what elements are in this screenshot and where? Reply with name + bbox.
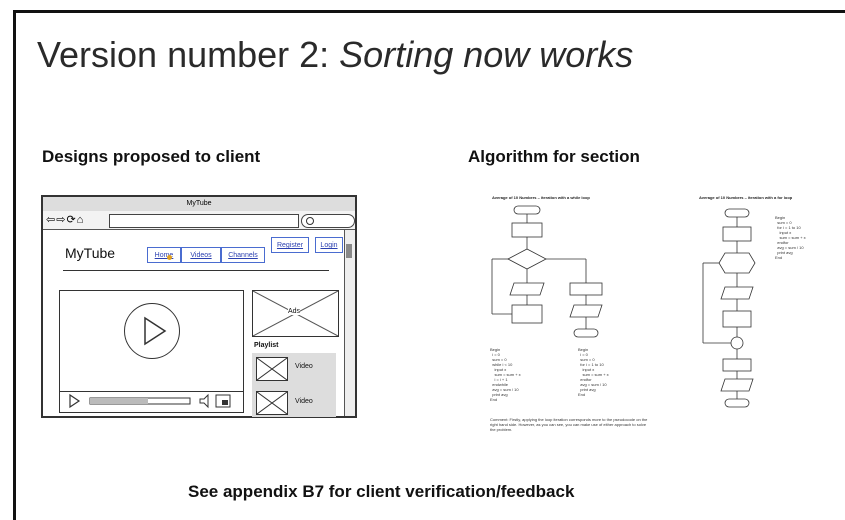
flowchart-comment: Comment: Firstly, applying the loop iter…: [490, 417, 648, 432]
algorithm-heading: Algorithm for section: [468, 147, 640, 166]
browser-nav-icons: ⇦⇨⟳⌂: [46, 213, 84, 227]
refresh-icon: ⟳: [66, 214, 77, 226]
back-arrow-icon: ⇦: [46, 214, 57, 226]
wireframe-nav-videos: Videos: [181, 247, 221, 263]
play-icon: [124, 303, 180, 359]
designs-heading: Designs proposed to client: [42, 147, 261, 166]
wireframe-video-player: [59, 290, 244, 392]
forward-arrow-icon: ⇨: [56, 214, 67, 226]
flowchart-while-title: Average of 10 Numbers – iteration with a…: [492, 195, 590, 200]
playlist-thumb-2: [256, 391, 288, 415]
flowchart-while-diagram: [491, 205, 603, 338]
wireframe-url-bar: [109, 214, 299, 228]
wireframe-ads-box: Ads: [252, 290, 339, 337]
flowchart-for-loop: Average of 10 Numbers – iteration with a…: [695, 195, 825, 415]
cursor-marker: [167, 255, 172, 260]
playlist-video-label-2: Video: [295, 398, 313, 405]
wireframe-nav-channels: Channels: [221, 247, 265, 263]
flowchart-for-code-inline: Begin i = 0 sum = 0 for i = 1 to 10 inpu…: [578, 347, 609, 397]
slide-footer: See appendix B7 for client verification/…: [188, 482, 575, 501]
ads-label: Ads: [288, 308, 301, 315]
wireframe-divider: [63, 270, 329, 271]
flowchart-for-code: Begin sum = 0 for i = 1 to 10 input x su…: [775, 215, 806, 260]
playlist-thumb-1: [256, 357, 288, 381]
slide-frame: [13, 10, 845, 520]
slide-title: Version number 2: Sorting now works: [37, 34, 633, 76]
title-italic: Sorting now works: [339, 34, 634, 75]
search-icon: [301, 214, 355, 228]
wireframe-browser-bar: ⇦⇨⟳⌂: [43, 211, 355, 230]
wireframe-scrollbar: [344, 230, 355, 416]
playlist-video-label-1: Video: [295, 363, 313, 370]
wireframe-logo: MyTube: [65, 245, 116, 261]
wireframe-mockup: MyTube ⇦⇨⟳⌂ MyTube Home Videos Channels …: [41, 195, 357, 418]
title-plain: Version number 2:: [37, 34, 340, 75]
wireframe-login-link: Login: [315, 237, 343, 253]
wireframe-register-link: Register: [271, 237, 309, 253]
home-icon: ⌂: [76, 214, 85, 226]
wireframe-video-controls: [59, 390, 244, 413]
flowchart-while-loop: Average of 10 Numbers – iteration with a…: [486, 195, 651, 450]
scrollbar-thumb: [346, 244, 352, 258]
flowchart-for-title: Average of 10 Numbers – iteration with a…: [699, 195, 793, 200]
wireframe-window-title: MyTube: [43, 197, 355, 212]
flowchart-for-diagram: [702, 208, 756, 408]
flowchart-while-code: Begin i = 0 sum = 0 while i < 10 input x…: [490, 347, 521, 402]
playlist-heading: Playlist: [254, 342, 279, 349]
wireframe-nav-home: Home: [147, 247, 181, 263]
